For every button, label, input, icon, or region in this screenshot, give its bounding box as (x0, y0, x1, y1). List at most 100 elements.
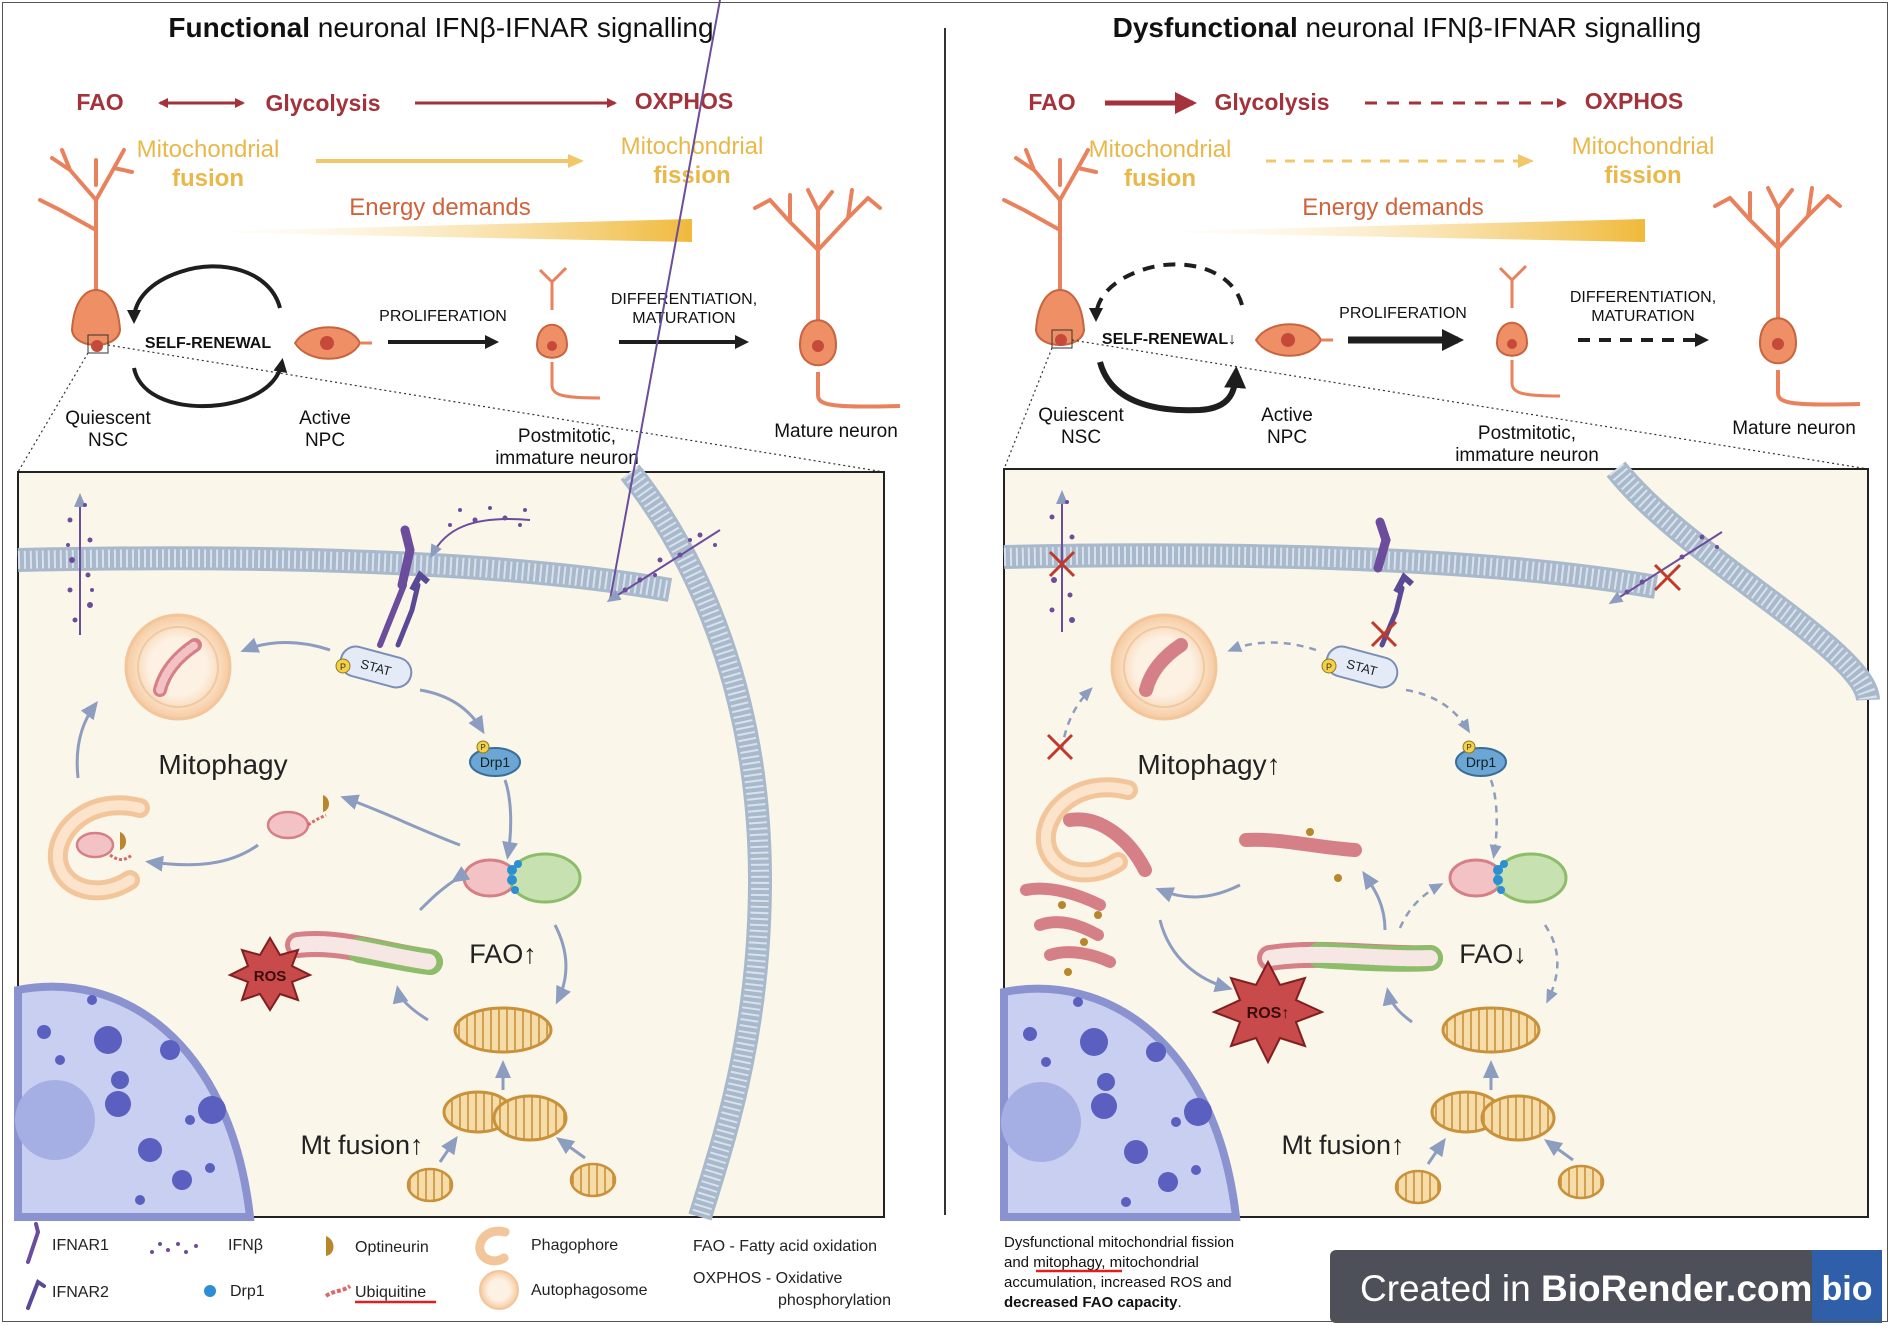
legend-ifnar1: IFNAR1 (26, 1222, 109, 1264)
left-ubiq-to-phagophore-arrow (145, 843, 259, 872)
right-ifnb-blocked-icon (1048, 550, 1076, 578)
left-mature-neuron (753, 188, 901, 409)
left-small-to-fusion-arrow-1 (438, 1135, 458, 1163)
right-active-npc (1254, 323, 1333, 357)
right-mitophagy-blocked-icon (1046, 733, 1074, 761)
right-quiescent-label-1: Quiescent (1038, 405, 1124, 426)
right-small-mito-1 (1394, 1169, 1442, 1205)
svg-text:Drp1: Drp1 (1466, 754, 1497, 770)
left-active-label-2: NPC (305, 430, 345, 451)
biorender-logo (1812, 1250, 1882, 1323)
right-mito-to-elongated-arrow (1382, 987, 1413, 1024)
svg-text:P: P (1466, 743, 1471, 752)
right-mt-fusion-label: Mt fusion↑ (1281, 1130, 1404, 1160)
right-mature-label: Mature neuron (1732, 418, 1856, 439)
left-fission-mito (462, 852, 582, 904)
left-fao-label: FAO (76, 89, 123, 115)
right-phagophore (1035, 777, 1152, 883)
left-active-npc (293, 326, 372, 360)
right-chromatin-dots (1023, 997, 1212, 1207)
left-drp1: Drp1 P (469, 740, 521, 777)
right-immature-neuron (1495, 264, 1561, 398)
left-fao-to-fission-arrow (418, 866, 471, 912)
left-ifnar-receptors (377, 525, 430, 648)
right-fission-label-2: fission (1604, 162, 1681, 189)
right-glycolysis-label: Glycolysis (1214, 89, 1329, 115)
right-metabolism-row: FAO Glycolysis OXPHOS Mitochondrial fusi… (1028, 88, 1714, 242)
left-cell-panel: STAT P Drp1 P Mitophagy (14, 0, 885, 1221)
svg-text:Phagophore: Phagophore (531, 1237, 618, 1254)
left-self-renewal-arrow-bottom (132, 358, 288, 409)
right-small-to-fusion-arrow-1 (1426, 1137, 1446, 1165)
left-chromatin-dots (37, 995, 226, 1205)
right-cell-panel: STAT P Drp1 P Mitophagy↑ (1000, 461, 1880, 1221)
right-small-mito-2 (1557, 1164, 1605, 1200)
right-differentiation-label-1: DIFFERENTIATION, (1570, 289, 1716, 306)
left-metabolism-row: FAO Glycolysis OXPHOS Mitochondrial fusi… (76, 88, 763, 242)
svg-text:Ubiquitine: Ubiquitine (355, 1284, 426, 1301)
right-differentiation-label-2: MATURATION (1591, 308, 1694, 325)
svg-text:Optineurin: Optineurin (355, 1239, 429, 1256)
left-immature-neuron (535, 266, 601, 400)
right-ifnar-receptors (1370, 517, 1414, 648)
right-fusion-label-2: fusion (1124, 165, 1196, 192)
left-proliferation-label: PROLIFERATION (379, 308, 507, 325)
right-mature-neuron (1713, 186, 1861, 407)
left-fission-to-mito-arrow (553, 924, 571, 1005)
left-small-to-fusion-arrow-2 (555, 1137, 586, 1160)
right-ubiq-to-phagophore-arrow (1155, 883, 1241, 903)
right-ubiquitinated-mito (1239, 828, 1362, 882)
left-postmitotic-label-1: Postmitotic, (518, 426, 616, 447)
legend-drp1: Drp1 (204, 1283, 265, 1300)
left-gold-mito (453, 1006, 553, 1054)
left-energy-wedge (186, 219, 692, 242)
left-phagophore-to-autophagosome-arrow (75, 700, 98, 779)
biorender-badge[interactable]: Created in BioRender.com bio (1330, 1250, 1882, 1323)
right-title: Dysfunctional neuronal IFNβ-IFNAR signal… (1113, 12, 1702, 43)
svg-text:IFNAR1: IFNAR1 (52, 1237, 109, 1254)
summary-line-4: decreased FAO capacity. (1004, 1294, 1182, 1311)
right-oxphos-label: OXPHOS (1585, 88, 1683, 114)
right-self-renewal-arrow-bottom (1097, 361, 1247, 414)
svg-text:ROS: ROS (254, 968, 287, 985)
left-lineage: SELF-RENEWAL PROLIFERATION DIFFERENTIATI… (17, 148, 901, 473)
legend-ubiquitine: Ubiquitine (324, 1284, 436, 1304)
right-elongated-to-fission-arrow (1398, 883, 1444, 929)
left-mitophagy-label: Mitophagy (158, 749, 287, 780)
left-quiescent-label-2: NSC (88, 430, 128, 451)
right-nucleolus (1001, 1082, 1081, 1162)
legend-oxphos-def-2: phosphorylation (778, 1292, 891, 1309)
right-stat: STAT P (1321, 645, 1399, 689)
svg-text:bio: bio (1822, 1270, 1873, 1308)
right-quiescent-nsc (1002, 148, 1098, 349)
right-ifnb-cross-blocked-icon (1653, 563, 1682, 592)
right-stat-to-drp1-arrow (1405, 688, 1471, 734)
right-drp1: Drp1 P (1455, 740, 1507, 777)
right-fusing-mito (1430, 1090, 1556, 1142)
svg-text:accumulation, increased ROS an: accumulation, increased ROS and (1004, 1274, 1232, 1291)
svg-text:Drp1: Drp1 (480, 754, 511, 770)
right-self-renewal-label: SELF-RENEWAL↓ (1102, 331, 1236, 348)
right-quiescent-label-2: NSC (1061, 427, 1101, 448)
left-glycolysis-label: Glycolysis (265, 90, 380, 116)
right-ifnb-stream (1048, 490, 1076, 632)
right-elongated-mito (1257, 941, 1443, 972)
right-receptor-blocked-icon (1370, 620, 1398, 648)
right-small-to-fusion-arrow-2 (1543, 1139, 1574, 1162)
right-fission-to-mito-arrow (1543, 924, 1559, 1004)
svg-text:P: P (340, 662, 346, 672)
legend-ifnar2: IFNAR2 (26, 1278, 109, 1310)
right-fission-mito (1448, 852, 1568, 904)
legend-autophagosome: Autophagosome (479, 1270, 648, 1310)
left-fao-label-big: FAO↑ (469, 939, 537, 969)
left-quiescent-label-1: Quiescent (65, 408, 151, 429)
left-nucleolus (15, 1080, 95, 1160)
left-stat-to-drp1-arrow (419, 688, 485, 735)
left-ros-star: ROS (227, 936, 313, 1012)
right-self-renewal-arrow-top (1089, 262, 1244, 322)
right-zoom-line-2 (1071, 339, 1869, 470)
left-autophagosome (124, 613, 232, 721)
right-ifnb-stream-right (1608, 531, 1723, 605)
left-ifnb-stream (66, 493, 94, 635)
left-fusion-label-1: Mitochondrial (137, 136, 280, 163)
